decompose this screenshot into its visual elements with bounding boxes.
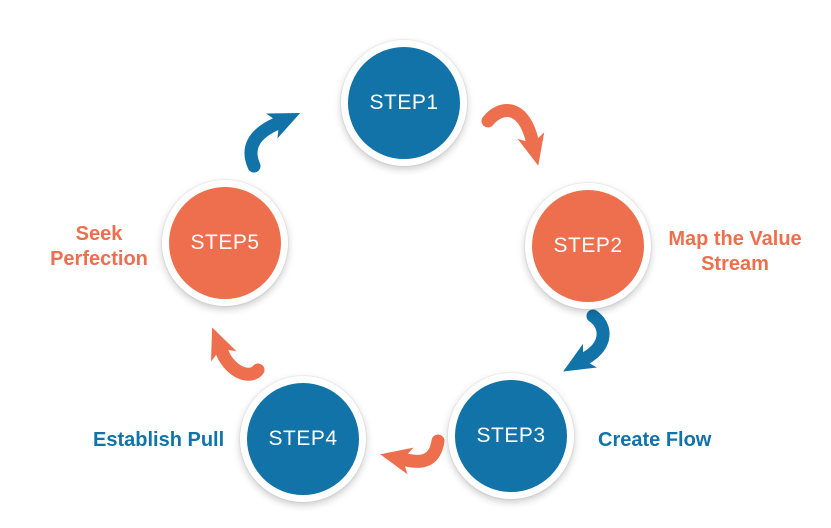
step4-circle: STEP4	[240, 376, 366, 502]
step3-circle: STEP3	[448, 373, 574, 499]
arrow-step4-to-step5-icon	[210, 327, 265, 381]
arrow-step1-to-step2-icon	[481, 104, 545, 166]
step1-circle-label: STEP1	[369, 91, 439, 114]
step1-circle: STEP1	[341, 40, 467, 166]
arrow-step5-to-step1-icon	[244, 113, 301, 173]
step5-description-label: Seek Perfection	[50, 223, 148, 270]
step4-circle-label: STEP4	[268, 427, 338, 450]
step3-description-label: Create Flow	[598, 429, 712, 451]
step5-circle: STEP5	[162, 180, 288, 306]
step2-circle-label: STEP2	[553, 234, 623, 257]
step4-description-label: Establish Pull	[93, 429, 225, 451]
arrow-step3-to-step4-icon	[380, 434, 445, 475]
step3-circle-label: STEP3	[476, 424, 546, 447]
arrow-step2-to-step3-icon	[563, 309, 610, 372]
step2-description-label: Map the Value Stream	[668, 228, 802, 275]
step2-circle: STEP2	[525, 183, 651, 309]
step5-circle-label: STEP5	[190, 231, 260, 254]
